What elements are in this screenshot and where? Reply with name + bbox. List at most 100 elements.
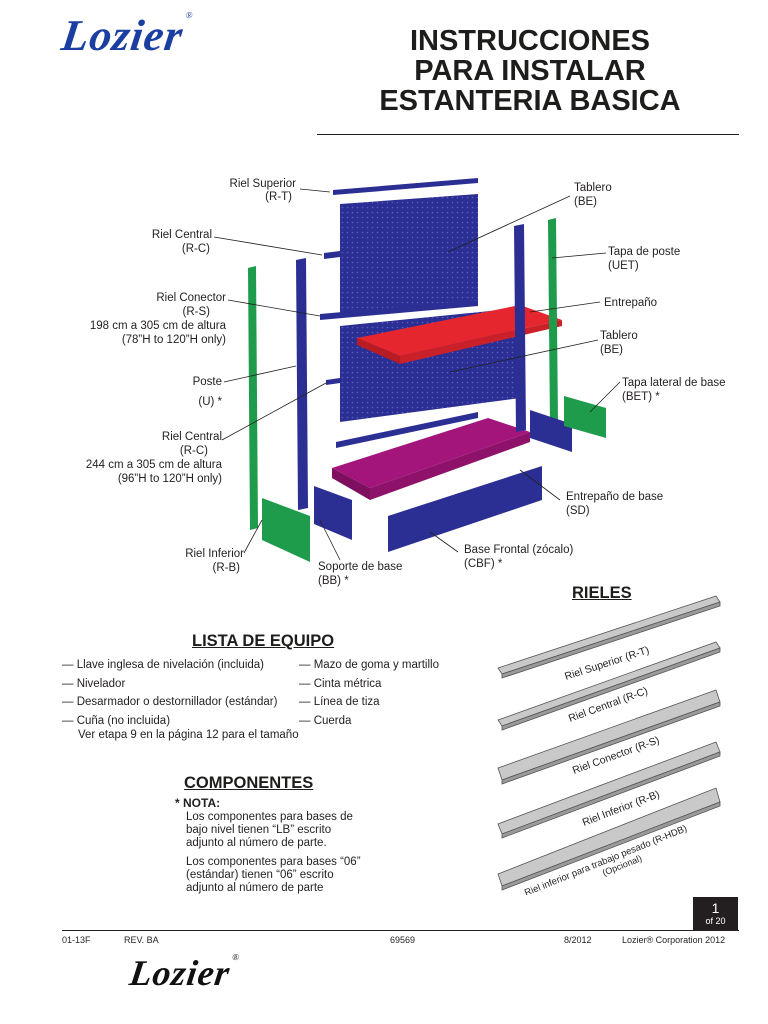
componentes-nota: * NOTA: Los componentes para bases de ba… <box>175 797 375 895</box>
label-code: (R-C) <box>181 243 210 255</box>
list-item: — Llave inglesa de nivelación (incluida) <box>62 659 265 671</box>
title-line-1: INSTRUCCIONES <box>409 25 651 57</box>
red-shelf-shape <box>357 305 562 356</box>
label-text: Riel Central <box>161 431 222 443</box>
page-number: 1 <box>711 900 720 916</box>
list-item: — Mazo de goma y martillo <box>299 659 439 671</box>
lozier-logo-bottom: Lozier® <box>127 952 241 994</box>
label-height-imperial: (96”H to 120”H only) <box>117 473 222 485</box>
logo-reg-mark: ® <box>231 952 241 962</box>
label-text: Entrepaño <box>604 297 658 309</box>
base-bracket-right-shape <box>530 410 572 452</box>
upright-cap-right-shape <box>548 218 558 426</box>
label-text: Poste <box>192 376 222 388</box>
list-item-note: Ver etapa 9 en la página 12 para el tama… <box>78 729 299 741</box>
shelf-diagram <box>213 178 621 562</box>
label-height: 244 cm a 305 cm de altura <box>85 459 222 471</box>
label-text: Riel Conector <box>156 292 226 304</box>
page-total: of 20 <box>705 916 726 926</box>
lower-central-rail-shape <box>326 378 340 385</box>
base-deck-shape <box>332 418 530 488</box>
title-line-3: ESTANTERIA BASICA <box>379 85 681 117</box>
note-label: NOTA: <box>183 796 221 810</box>
logo-text: Lozier <box>127 953 233 993</box>
upright-cap-left-shape <box>248 266 258 530</box>
equipo-heading: LISTA DE EQUIPO <box>192 632 335 650</box>
note-line: bajo nivel tienen “LB” escrito <box>186 824 332 836</box>
base-end-left-shape <box>262 498 310 562</box>
nota-paragraph-2: Los componentes para bases “06” (estánda… <box>175 856 375 895</box>
nota-heading: * NOTA: <box>175 797 375 810</box>
top-rail-shape <box>333 178 478 195</box>
footer-part: 69569 <box>390 935 416 945</box>
label-height: 198 cm a 305 cm de altura <box>89 320 226 332</box>
post-left-shape <box>296 258 308 510</box>
label-riel-superior: Riel Superior (R-T) <box>196 177 296 204</box>
footer-rule <box>62 930 739 931</box>
rails-diagram: Riel Superior (R-T) Riel Central (R-C) R… <box>497 595 721 895</box>
page-title: INSTRUCCIONES PARA INSTALAR ESTANTERIA B… <box>330 26 730 116</box>
label-text: Soporte de base <box>318 561 403 573</box>
label-height-imperial: (78”H to 120”H only) <box>121 334 226 346</box>
label-text: Tapa lateral de base <box>622 377 726 389</box>
note-line: (estándar) tienen “06” escrito <box>186 869 334 881</box>
list-item: — Cuerda <box>299 714 352 727</box>
label-riel-conector: Riel Conector (R-S) 198 cm a 305 cm de a… <box>40 291 226 347</box>
label-riel-central: Riel Central (R-C) <box>110 228 212 256</box>
label-riel-inferior: Riel Inferior (R-B) <box>150 547 244 575</box>
note-asterisk: * <box>175 796 180 810</box>
rieles-heading: RIELES <box>572 584 632 602</box>
footer-corp: Lozier® Corporation 2012 <box>622 935 726 945</box>
label-text: Riel Central <box>151 229 212 241</box>
label-code: (BET) * <box>622 391 660 403</box>
list-item: — Cuña (no incluida) <box>62 714 171 727</box>
label-code: (CBF) * <box>464 558 503 570</box>
label-code: (R-S) <box>182 306 210 318</box>
note-line: adjunto al número de parte. <box>186 837 327 849</box>
label-code: (R-B) <box>212 562 240 574</box>
label-poste: Poste (U) * <box>150 375 222 409</box>
label-code: (UET) <box>608 260 639 272</box>
label-code: (BE) <box>574 196 597 208</box>
label-text: Tablero <box>600 330 638 342</box>
upper-panel-shape <box>340 194 478 316</box>
label-code: (R-C) <box>179 445 208 457</box>
list-item: — Desarmador o destornillador (estándar) <box>62 696 278 708</box>
base-front-shape <box>388 466 542 552</box>
footer-date: 8/2012 <box>564 935 592 945</box>
label-entrepano: Entrepaño <box>604 296 694 310</box>
label-tapa-lateral: Tapa lateral de base (BET) * <box>622 376 762 404</box>
label-code: (BE) <box>600 344 623 356</box>
title-line-2: PARA INSTALAR <box>414 55 646 87</box>
label-code: (BB) * <box>318 575 349 587</box>
central-rail-shape <box>324 251 340 259</box>
label-riel-central-lower: Riel Central (R-C) 244 cm a 305 cm de al… <box>40 430 222 486</box>
label-text: Riel Inferior <box>185 548 244 560</box>
note-line: Los componentes para bases de <box>186 811 353 823</box>
label-text: Tapa de poste <box>608 246 681 258</box>
note-line: Los componentes para bases “06” <box>186 856 361 868</box>
label-text: Riel Superior <box>229 178 296 190</box>
nota-paragraph-1: Los componentes para bases de bajo nivel… <box>175 811 375 850</box>
equipo-list-right: — Mazo de goma y martillo — Cinta métric… <box>299 656 479 730</box>
label-code: (SD) <box>566 505 590 517</box>
post-right-shape <box>514 224 526 432</box>
note-line: adjunto al número de parte <box>186 882 324 894</box>
list-item: — Nivelador <box>62 677 126 690</box>
label-tablero: Tablero (BE) <box>574 181 654 209</box>
label-code: (U) * <box>198 396 222 408</box>
equipo-list-left: — Llave inglesa de nivelación (incluida)… <box>62 656 302 745</box>
bottom-rail-shape <box>336 412 478 448</box>
label-soporte-base: Soporte de base (BB) * <box>318 560 428 588</box>
label-text: Tablero <box>574 182 612 194</box>
label-text: Base Frontal (zócalo) <box>464 544 574 556</box>
base-bracket-left-shape <box>314 486 352 540</box>
label-tapa-poste: Tapa de poste (UET) <box>608 245 708 273</box>
label-code: (R-T) <box>265 191 292 203</box>
connector-rail-shape <box>320 300 478 320</box>
label-base-frontal: Base Frontal (zócalo) (CBF) * <box>464 543 604 571</box>
footer-code: 01-13F <box>62 935 91 945</box>
list-item: — Línea de tiza <box>299 696 380 708</box>
label-entrepano-base: Entrepaño de base (SD) <box>566 490 706 518</box>
label-text: Entrepaño de base <box>566 491 664 503</box>
